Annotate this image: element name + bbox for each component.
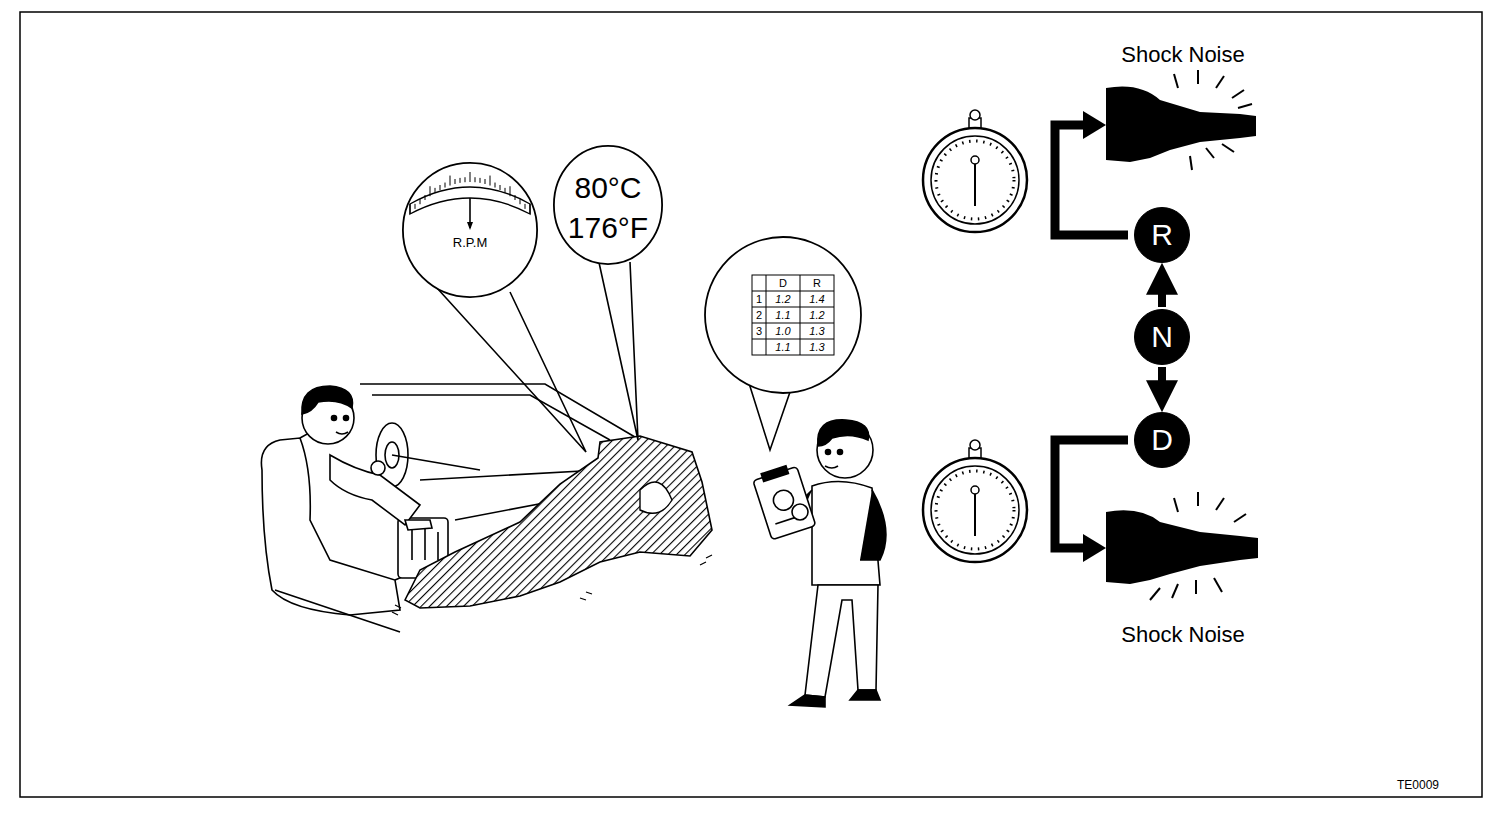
table-cell: 1.1 bbox=[775, 339, 790, 355]
stopwatch-bottom bbox=[923, 440, 1027, 562]
node-text: 176°F bbox=[553, 213, 663, 243]
technician bbox=[752, 420, 886, 707]
table-bubble bbox=[705, 237, 861, 393]
table-cell: 1.2 bbox=[809, 307, 824, 323]
table-grid bbox=[752, 275, 834, 355]
table-cell: D bbox=[779, 275, 787, 291]
table-cell: 1.3 bbox=[809, 339, 824, 355]
brackets bbox=[1055, 125, 1128, 548]
vibration-marks bbox=[392, 555, 712, 615]
node-text: R.P.M bbox=[402, 236, 538, 249]
shift-position-circle: D bbox=[1134, 412, 1190, 468]
table-cell: R bbox=[813, 275, 821, 291]
table-cell: 1.2 bbox=[775, 291, 790, 307]
transmission-top bbox=[1106, 87, 1256, 163]
shift-position-circle: R bbox=[1134, 207, 1190, 263]
shock-noise-label: Shock Noise bbox=[1121, 42, 1245, 68]
shift-position-circle: N bbox=[1134, 309, 1190, 365]
engine-part bbox=[640, 482, 672, 513]
table-cell: 2 bbox=[756, 307, 762, 323]
node-outline bbox=[553, 145, 663, 265]
shift-arrow bbox=[1158, 367, 1166, 401]
table-cell: 1.1 bbox=[775, 307, 790, 323]
node-text: N bbox=[1134, 322, 1190, 352]
shock-noise-label: Shock Noise bbox=[1121, 622, 1245, 648]
figure-code: TE0009 bbox=[1397, 778, 1439, 792]
table-cell: 1.0 bbox=[775, 323, 790, 339]
bracket-arrow bbox=[1083, 534, 1106, 562]
node-text: 80°C bbox=[553, 173, 663, 203]
transmission-bottom bbox=[1106, 510, 1258, 584]
table-cell: 1 bbox=[756, 291, 762, 307]
node-text: D bbox=[1134, 425, 1190, 455]
temperature-bubble: 80°C 176°F bbox=[553, 145, 663, 265]
engine-transmission bbox=[405, 436, 712, 608]
shift-arrow bbox=[1158, 274, 1166, 307]
table-cell: 1.4 bbox=[809, 291, 824, 307]
bracket-arrow bbox=[1083, 111, 1106, 139]
driver bbox=[302, 386, 432, 530]
node-outline bbox=[402, 162, 538, 298]
node-text: R bbox=[1134, 220, 1190, 250]
stopwatch-top bbox=[923, 110, 1027, 232]
tachometer-bubble: R.P.M bbox=[402, 162, 538, 298]
frame bbox=[20, 12, 1482, 797]
table-cell: 1.3 bbox=[809, 323, 824, 339]
table-cell: 3 bbox=[756, 323, 762, 339]
